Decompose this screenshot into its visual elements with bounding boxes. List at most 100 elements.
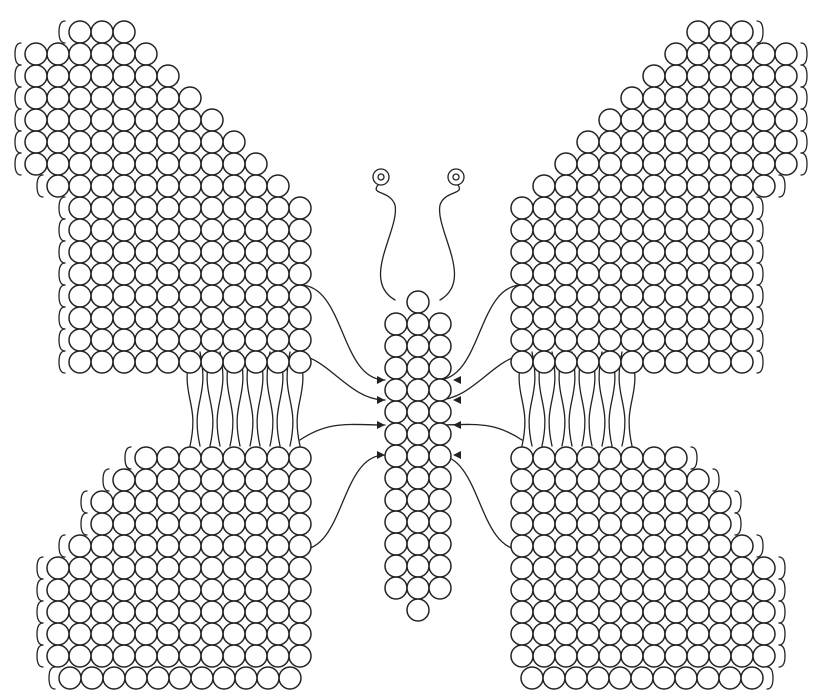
bead-upper-right-wing: [643, 351, 665, 373]
bead-lower-right-wing: [609, 667, 631, 689]
bead-lower-right-wing: [731, 645, 753, 667]
bead-body: [429, 533, 451, 555]
bead-lower-right-wing: [555, 469, 577, 491]
bead-upper-right-wing: [533, 241, 555, 263]
antenna-tip-left-inner: [378, 174, 384, 180]
bead-lower-right-wing: [709, 491, 731, 513]
wing-edge-thread: [779, 645, 785, 667]
wing-edge-thread: [801, 109, 807, 131]
bead-upper-right-wing: [577, 175, 599, 197]
bead-upper-right-wing: [599, 219, 621, 241]
bead-lower-left-wing: [267, 557, 289, 579]
bead-lower-left-wing: [245, 645, 267, 667]
antenna-tip-left: [373, 169, 389, 185]
bead-upper-left-wing: [69, 351, 91, 373]
bead-head: [407, 291, 429, 313]
bead-lower-right-wing: [643, 469, 665, 491]
bead-upper-left-wing: [91, 263, 113, 285]
bead-upper-left-wing: [91, 285, 113, 307]
bead-lower-left-wing: [135, 645, 157, 667]
bead-lower-left-wing: [245, 513, 267, 535]
bead-lower-right-wing: [511, 513, 533, 535]
bead-lower-right-wing: [665, 469, 687, 491]
bead-lower-left-wing: [289, 557, 311, 579]
bead-upper-right-wing: [709, 351, 731, 373]
wing-edge-thread: [15, 109, 21, 131]
bead-lower-left-wing: [69, 535, 91, 557]
bead-lower-right-wing: [687, 645, 709, 667]
bead-upper-right-wing: [731, 65, 753, 87]
bead-lower-left-wing: [69, 557, 91, 579]
bead-lower-left-wing: [267, 513, 289, 535]
bead-lower-left-wing: [113, 579, 135, 601]
bead-upper-right-wing: [599, 197, 621, 219]
bead-lower-right-wing: [577, 513, 599, 535]
bead-upper-right-wing: [621, 285, 643, 307]
wing-edge-thread: [779, 623, 785, 645]
bead-lower-right-wing: [621, 623, 643, 645]
bead-lower-right-wing: [555, 579, 577, 601]
body-thread-arrow-right: [453, 451, 461, 459]
bead-upper-right-wing: [621, 219, 643, 241]
bead-upper-right-wing: [599, 175, 621, 197]
bead-upper-right-wing: [643, 109, 665, 131]
bead-lower-left-wing: [157, 557, 179, 579]
bead-upper-left-wing: [91, 219, 113, 241]
bead-upper-right-wing: [753, 109, 775, 131]
wing-edge-thread: [757, 535, 763, 557]
bead-lower-left-wing: [201, 491, 223, 513]
bead-body: [429, 313, 451, 335]
bead-lower-right-wing: [709, 645, 731, 667]
bead-lower-left-wing: [245, 623, 267, 645]
wing-edge-thread: [757, 219, 763, 241]
bead-lower-right-wing: [533, 557, 555, 579]
bead-upper-left-wing: [245, 241, 267, 263]
bead-body: [407, 577, 429, 599]
wing-edge-thread: [49, 667, 55, 689]
bead-upper-right-wing: [731, 153, 753, 175]
bead-upper-left-wing: [289, 197, 311, 219]
bead-lower-right-wing: [511, 469, 533, 491]
bead-body: [385, 467, 407, 489]
bead-lower-left-wing: [223, 601, 245, 623]
wing-edge-thread: [757, 329, 763, 351]
bead-lower-left-wing: [267, 491, 289, 513]
bead-lower-right-wing: [577, 447, 599, 469]
bead-upper-right-wing: [731, 197, 753, 219]
bead-upper-left-wing: [223, 131, 245, 153]
body-thread-arrow-left: [377, 376, 385, 384]
bead-upper-right-wing: [665, 219, 687, 241]
bead-upper-left-wing: [25, 43, 47, 65]
bead-upper-right-wing: [577, 329, 599, 351]
body-thread-arrow-right: [453, 376, 461, 384]
antenna-left: [376, 185, 395, 300]
bead-upper-right-wing: [555, 153, 577, 175]
wing-edge-thread: [779, 601, 785, 623]
bead-upper-left-wing: [91, 153, 113, 175]
bead-upper-right-wing: [665, 175, 687, 197]
bead-upper-left-wing: [113, 263, 135, 285]
bead-upper-right-wing: [775, 153, 797, 175]
bead-upper-left-wing: [113, 329, 135, 351]
bead-upper-left-wing: [135, 285, 157, 307]
bead-body: [407, 511, 429, 533]
bead-upper-right-wing: [555, 263, 577, 285]
bead-lower-right-wing: [643, 579, 665, 601]
antenna-tip-right-inner: [453, 174, 459, 180]
bead-lower-left-wing: [47, 579, 69, 601]
bead-upper-right-wing: [687, 241, 709, 263]
bead-body: [407, 555, 429, 577]
body-thread-arrow-left: [377, 421, 385, 429]
bead-lower-right-wing: [555, 623, 577, 645]
bead-upper-right-wing: [709, 285, 731, 307]
bead-upper-left-wing: [245, 329, 267, 351]
bead-upper-right-wing: [687, 285, 709, 307]
bead-upper-left-wing: [69, 307, 91, 329]
bead-lower-left-wing: [179, 447, 201, 469]
bead-upper-right-wing: [577, 241, 599, 263]
bead-lower-right-wing: [643, 645, 665, 667]
bead-lower-left-wing: [179, 491, 201, 513]
wing-edge-thread: [59, 263, 65, 285]
bead-upper-right-wing: [577, 153, 599, 175]
wing-edge-thread: [801, 43, 807, 65]
